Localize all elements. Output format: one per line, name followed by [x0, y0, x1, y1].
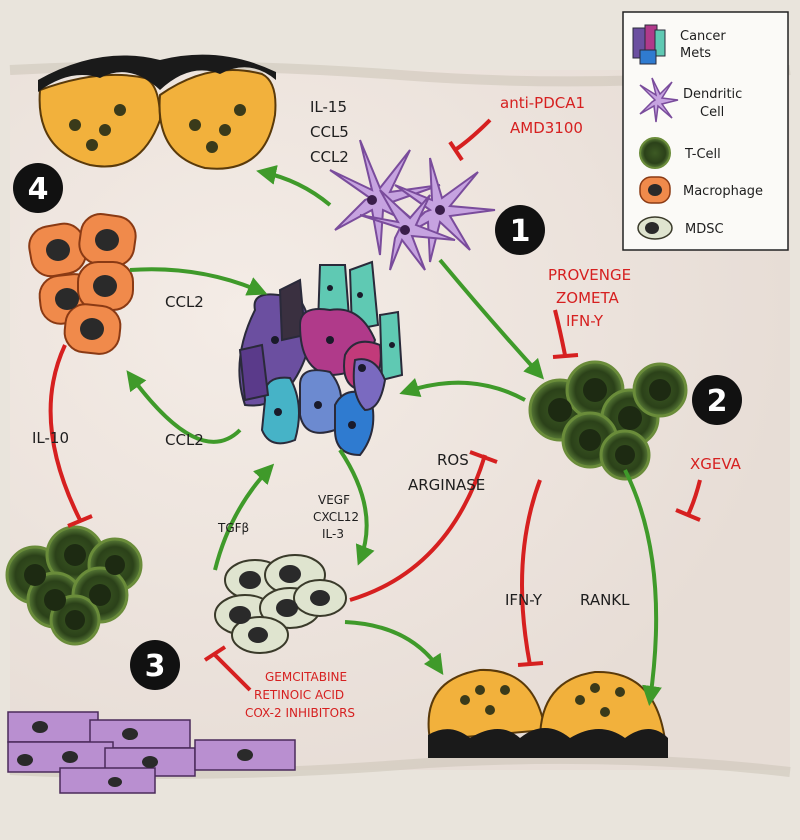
- inhibit-lines: [48, 118, 702, 692]
- xgeva-label: XGEVA: [690, 455, 742, 473]
- svg-text:3: 3: [145, 649, 166, 684]
- svg-text:ARGINASE: ARGINASE: [408, 476, 485, 494]
- legend-cancer-mets: Cancer Mets: [632, 24, 726, 65]
- dendritic-legend-icon: [639, 77, 679, 123]
- dc-inhibitor-drugs: anti-PDCA1 AMD3100: [500, 94, 585, 137]
- svg-text:anti-PDCA1: anti-PDCA1: [500, 94, 585, 112]
- tcell-inhibitor-drugs: PROVENGE ZOMETA IFN-Y: [548, 266, 631, 330]
- svg-text:1: 1: [510, 214, 531, 249]
- il10-label: IL-10: [32, 429, 69, 447]
- svg-text:IL-3: IL-3: [322, 527, 344, 541]
- svg-text:PROVENGE: PROVENGE: [548, 266, 631, 284]
- legend-macrophage: Macrophage: [639, 176, 763, 204]
- svg-text:ROS: ROS: [437, 451, 469, 469]
- svg-text:MDSC: MDSC: [685, 222, 724, 237]
- legend-mdsc: MDSC: [637, 216, 724, 240]
- macrophage-cluster: [28, 213, 137, 355]
- svg-text:VEGF: VEGF: [318, 493, 350, 507]
- legend-tcell: T-Cell: [639, 137, 721, 169]
- osteoblast-layer: [7, 711, 296, 794]
- promote-arrows: [126, 165, 662, 706]
- svg-text:Mets: Mets: [680, 46, 711, 61]
- ccl2-bottom-label: CCL2: [165, 431, 204, 449]
- svg-text:Cell: Cell: [700, 105, 724, 120]
- svg-text:T-Cell: T-Cell: [684, 147, 721, 162]
- ccl2-top-label: CCL2: [165, 293, 204, 311]
- step-badge-4: 4: [13, 163, 63, 213]
- mdsc-factors-label: VEGF CXCL12 IL-3: [313, 493, 359, 541]
- svg-text:IL-15: IL-15: [310, 98, 347, 116]
- tgfb-label: TGFβ: [217, 521, 249, 535]
- legend-box: Cancer Mets Dendritic Cell T-Cell Macrop…: [622, 11, 789, 251]
- svg-text:4: 4: [28, 172, 49, 207]
- svg-text:CCL5: CCL5: [310, 123, 349, 141]
- step-badge-1: 1: [495, 205, 545, 255]
- svg-text:ZOMETA: ZOMETA: [556, 289, 620, 307]
- svg-text:RETINOIC ACID: RETINOIC ACID: [254, 688, 344, 702]
- svg-text:COX-2 INHIBITORS: COX-2 INHIBITORS: [245, 706, 355, 720]
- mdsc-cluster: [214, 554, 347, 654]
- svg-text:2: 2: [707, 384, 728, 419]
- cancer-metastasis-cluster: [238, 260, 404, 457]
- svg-text:Dendritic: Dendritic: [683, 87, 742, 102]
- svg-text:Cancer: Cancer: [680, 29, 726, 44]
- mdsc-inhibitor-drugs: GEMCITABINE RETINOIC ACID COX-2 INHIBITO…: [245, 670, 355, 720]
- svg-text:CXCL12: CXCL12: [313, 510, 359, 524]
- suppressed-tcell-cluster: [5, 525, 143, 646]
- ros-arginase-label: ROS ARGINASE: [408, 451, 485, 494]
- tcell-cluster: [528, 360, 688, 481]
- rankl-label: RANKL: [580, 591, 630, 609]
- osteoclast-bottom-pair: [427, 668, 668, 758]
- svg-text:CCL2: CCL2: [310, 148, 349, 166]
- osteoclast-top-pair: [38, 54, 277, 170]
- legend-dendritic-cell: Dendritic Cell: [639, 77, 742, 123]
- svg-text:Macrophage: Macrophage: [683, 184, 763, 199]
- cancer-mets-legend-icon: [632, 24, 666, 65]
- dendritic-cell-cluster: [329, 139, 496, 271]
- svg-text:GEMCITABINE: GEMCITABINE: [265, 670, 347, 684]
- dc-cytokines-label: IL-15 CCL5 CCL2: [310, 98, 349, 166]
- ifny-label: IFN-Y: [505, 591, 543, 609]
- step-badge-3: 3: [130, 640, 180, 690]
- svg-text:IFN-Y: IFN-Y: [566, 312, 604, 330]
- tcell-legend-icon: [639, 137, 671, 169]
- svg-text:AMD3100: AMD3100: [510, 119, 583, 137]
- step-badge-2: 2: [692, 375, 742, 425]
